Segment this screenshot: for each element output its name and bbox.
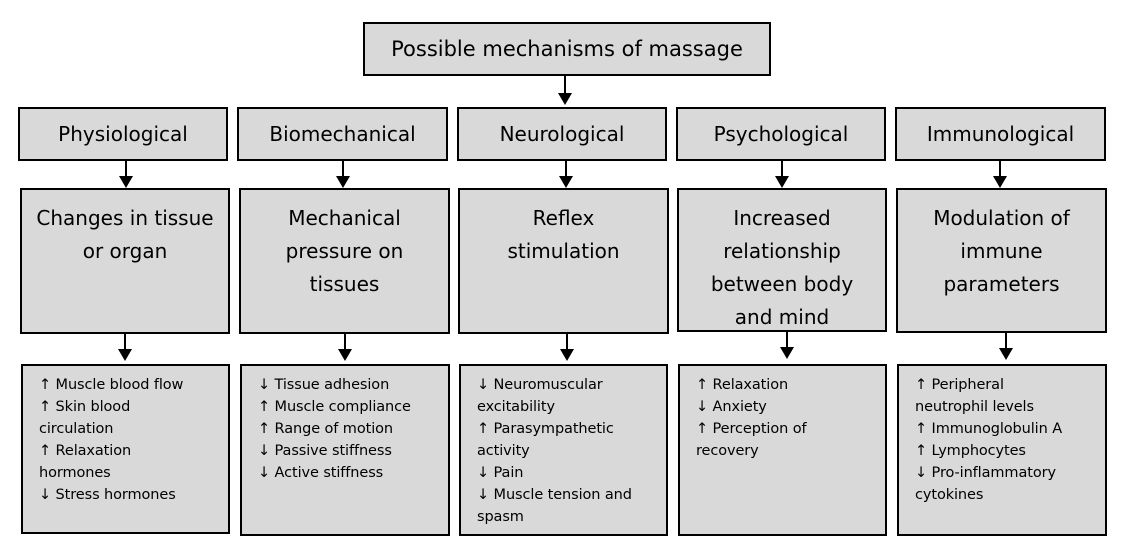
effects-neurological: ↓ Neuromuscular excitability ↑ Parasympa… <box>459 364 668 536</box>
effect-line: ↓ Pain <box>477 465 524 481</box>
category-arrow <box>342 161 344 177</box>
mechanism-line: parameters <box>943 272 1060 296</box>
root-box: Possible mechanisms of massage <box>363 22 771 76</box>
mechanism-arrow <box>1005 333 1007 349</box>
mechanism-line: or organ <box>82 239 168 263</box>
mechanism-line: Mechanical <box>288 206 401 230</box>
mechanism-line: Modulation of <box>933 206 1070 230</box>
effect-line: ↓ Anxiety <box>696 399 767 415</box>
category-label: Neurological <box>499 122 625 146</box>
category-arrow-head <box>775 176 789 188</box>
category-label: Psychological <box>713 122 849 146</box>
mechanism-neurological: Reflex stimulation <box>458 188 669 334</box>
effect-line: ↓ Pro-inflammatory <box>915 465 1056 481</box>
effect-line: neutrophil levels <box>915 399 1034 415</box>
category-physiological: Physiological <box>18 107 228 161</box>
mechanism-line: between body <box>710 272 854 296</box>
mechanism-arrow-head <box>780 347 794 359</box>
category-arrow <box>781 161 783 177</box>
effect-line: ↓ Active stiffness <box>258 465 384 481</box>
mechanism-arrow <box>124 334 126 350</box>
root-arrow <box>564 76 566 94</box>
mechanism-line: Increased <box>733 206 831 230</box>
mechanism-line: Changes in tissue <box>36 206 214 230</box>
category-arrow <box>999 161 1001 177</box>
effect-line: spasm <box>477 509 524 525</box>
category-immunological: Immunological <box>895 107 1106 161</box>
mechanism-psychological: Increased relationship between body and … <box>677 188 887 332</box>
category-neurological: Neurological <box>457 107 667 161</box>
effect-line: ↑ Lymphocytes <box>915 443 1026 459</box>
effect-line: ↓ Passive stiffness <box>258 443 392 459</box>
mechanism-arrow <box>344 334 346 350</box>
mechanism-line: pressure on <box>285 239 404 263</box>
effect-line: activity <box>477 443 530 459</box>
mechanism-line: stimulation <box>507 239 620 263</box>
category-psychological: Psychological <box>676 107 886 161</box>
mechanism-arrow-head <box>118 349 132 361</box>
effect-line: ↓ Tissue adhesion <box>258 377 390 393</box>
effect-line: ↑ Muscle compliance <box>258 399 411 415</box>
category-biomechanical: Biomechanical <box>237 107 448 161</box>
mechanism-line: Reflex <box>532 206 595 230</box>
effect-line: cytokines <box>915 487 984 503</box>
category-arrow-head <box>119 176 133 188</box>
effects-physiological: ↑ Muscle blood flow ↑ Skin blood circula… <box>21 364 230 534</box>
mechanism-arrow-head <box>338 349 352 361</box>
mechanism-line: tissues <box>309 272 380 296</box>
mechanism-line: immune <box>960 239 1043 263</box>
effect-line: ↑ Skin blood <box>39 399 131 415</box>
category-label: Biomechanical <box>269 122 416 146</box>
mechanism-biomechanical: Mechanical pressure on tissues <box>239 188 450 334</box>
effect-line: ↑ Relaxation <box>696 377 789 393</box>
mechanism-physiological: Changes in tissue or organ <box>20 188 230 334</box>
root-label: Possible mechanisms of massage <box>391 37 743 61</box>
mechanism-arrow-head <box>999 348 1013 360</box>
effect-line: excitability <box>477 399 555 415</box>
effects-immunological: ↑ Peripheral neutrophil levels ↑ Immunog… <box>897 364 1107 536</box>
effect-line: ↑ Relaxation <box>39 443 132 459</box>
category-label: Physiological <box>58 122 188 146</box>
effect-line: hormones <box>39 465 111 481</box>
effect-line: ↑ Range of motion <box>258 421 393 437</box>
mechanism-line: relationship <box>723 239 841 263</box>
effects-biomechanical: ↓ Tissue adhesion ↑ Muscle compliance ↑ … <box>240 364 450 536</box>
mechanism-arrow-head <box>560 349 574 361</box>
effect-line: ↓ Muscle tension and <box>477 487 632 503</box>
effect-line: ↑ Peripheral <box>915 377 1004 393</box>
effect-line: circulation <box>39 421 114 437</box>
effects-psychological: ↑ Relaxation ↓ Anxiety ↑ Perception of r… <box>678 364 887 536</box>
category-arrow-head <box>559 176 573 188</box>
mechanism-line: and mind <box>734 305 830 329</box>
category-label: Immunological <box>926 122 1075 146</box>
root-arrow-head <box>558 93 572 105</box>
mechanism-immunological: Modulation of immune parameters <box>896 188 1107 333</box>
category-arrow-head <box>993 176 1007 188</box>
effect-line: recovery <box>696 443 759 459</box>
category-arrow-head <box>336 176 350 188</box>
effect-line: ↓ Stress hormones <box>39 487 176 503</box>
effect-line: ↑ Immunoglobulin A <box>915 421 1063 437</box>
mechanism-arrow <box>566 334 568 350</box>
category-arrow <box>125 161 127 177</box>
effect-line: ↓ Neuromuscular <box>477 377 603 393</box>
effect-line: ↑ Perception of <box>696 421 807 437</box>
category-arrow <box>565 161 567 177</box>
effect-line: ↑ Muscle blood flow <box>39 377 184 393</box>
mechanism-arrow <box>786 332 788 348</box>
effect-line: ↑ Parasympathetic <box>477 421 614 437</box>
